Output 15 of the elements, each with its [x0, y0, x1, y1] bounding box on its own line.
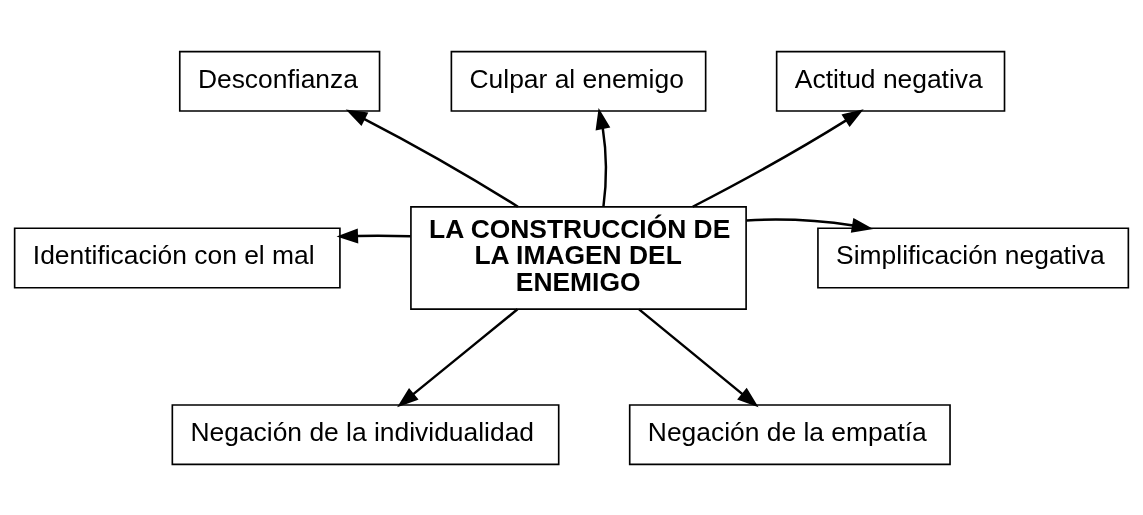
node-box: LA CONSTRUCCIÓN DE LA IMAGEN DEL ENEMIGO — [410, 205, 747, 310]
arrow — [692, 108, 864, 208]
arrow — [595, 107, 611, 207]
arrow — [336, 227, 411, 243]
node-box: Negación de la empatía — [628, 403, 951, 465]
arrow — [746, 217, 874, 233]
node-box: Desconfianza — [178, 50, 381, 112]
arrow — [397, 307, 519, 407]
node-box: Identificación con el mal — [13, 226, 341, 289]
node-box: Negación de la individualidad — [171, 403, 560, 465]
node-box: Culpar al enemigo — [450, 50, 707, 112]
node-box: Actitud negativa — [775, 50, 1006, 112]
arrow — [638, 307, 759, 407]
arrow — [345, 109, 519, 208]
node-box: Simplificación negativa — [817, 226, 1130, 289]
